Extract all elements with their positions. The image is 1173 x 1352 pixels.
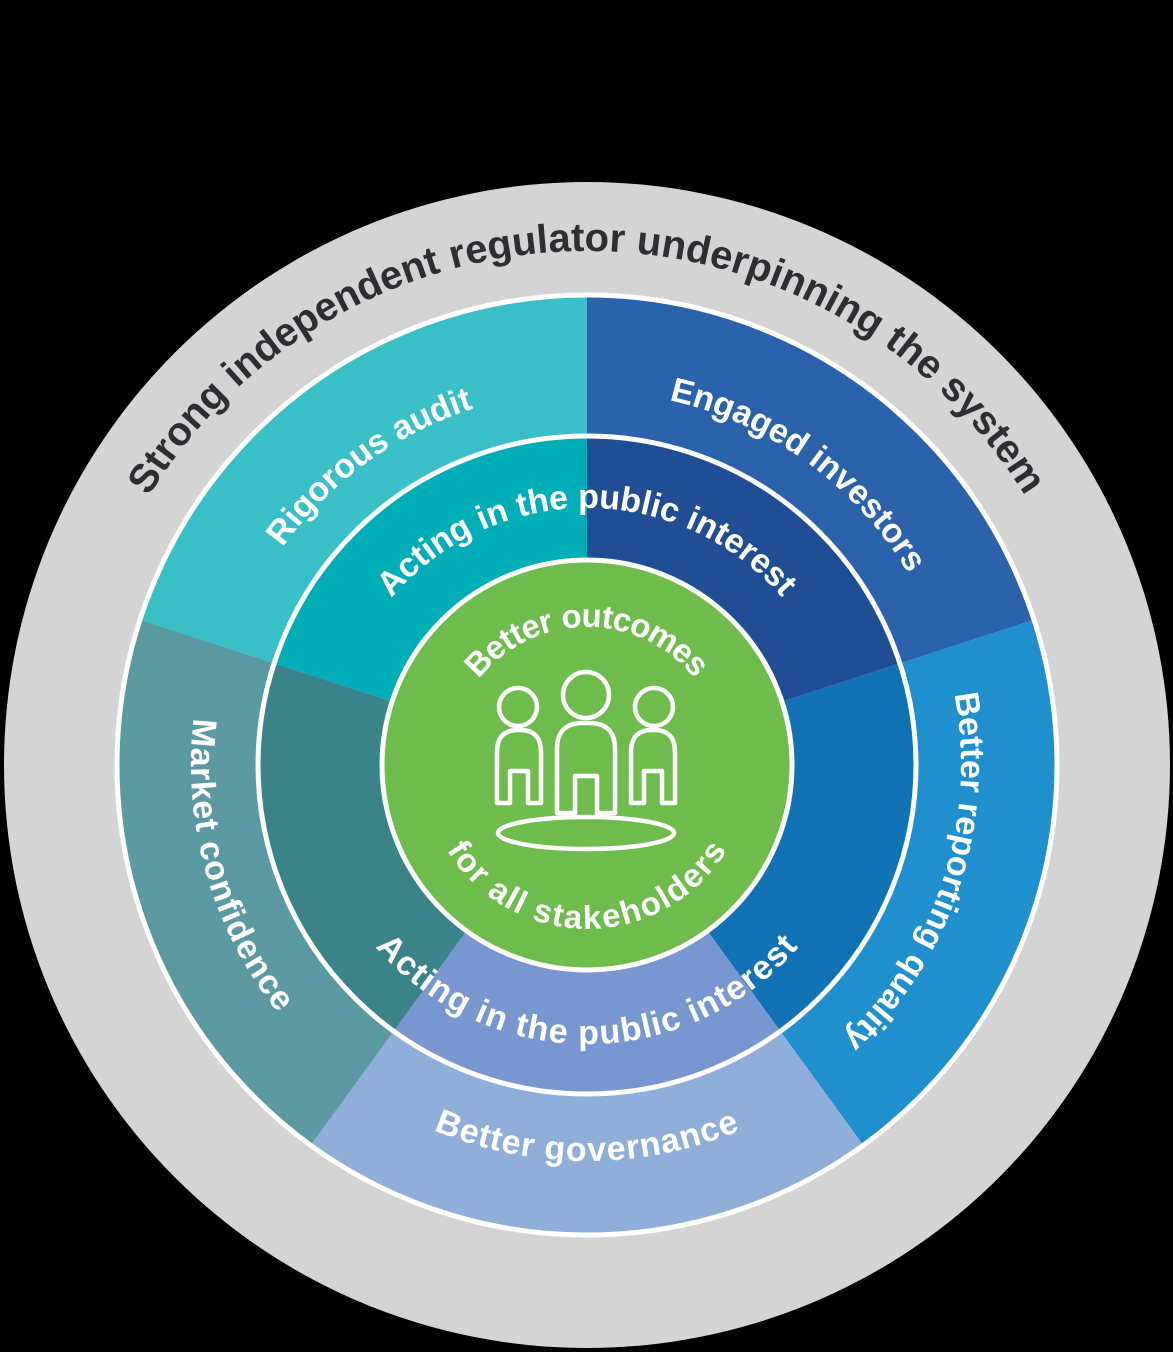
people-group-icon — [494, 669, 678, 852]
person-left-head — [496, 685, 540, 729]
person-center-head — [560, 669, 612, 721]
middle-ring — [258, 436, 916, 1094]
middle-segment-bottom — [394, 932, 780, 1094]
outer-segment-market-confidence — [117, 619, 393, 1146]
middle-segment-right — [708, 663, 916, 1031]
ring-separator-middle — [255, 433, 919, 1097]
middle-segment-left — [258, 663, 466, 1031]
outer-segment-rigorous-audit — [140, 295, 587, 663]
outer-segment-better-governance — [310, 1032, 864, 1235]
outer-segment-better-reporting-quality — [781, 619, 1057, 1146]
person-left-body — [494, 727, 544, 806]
outer-ring — [117, 295, 1057, 1235]
person-right-body — [628, 727, 678, 806]
person-center-body — [554, 720, 618, 816]
middle-segment-top-left — [275, 436, 587, 701]
outer-segment-engaged-investors — [587, 295, 1034, 663]
people-base-ellipse — [495, 814, 677, 852]
person-right-head — [632, 685, 676, 729]
middle-segment-top-right — [587, 436, 899, 701]
ring-separator-outer — [114, 292, 1060, 1238]
